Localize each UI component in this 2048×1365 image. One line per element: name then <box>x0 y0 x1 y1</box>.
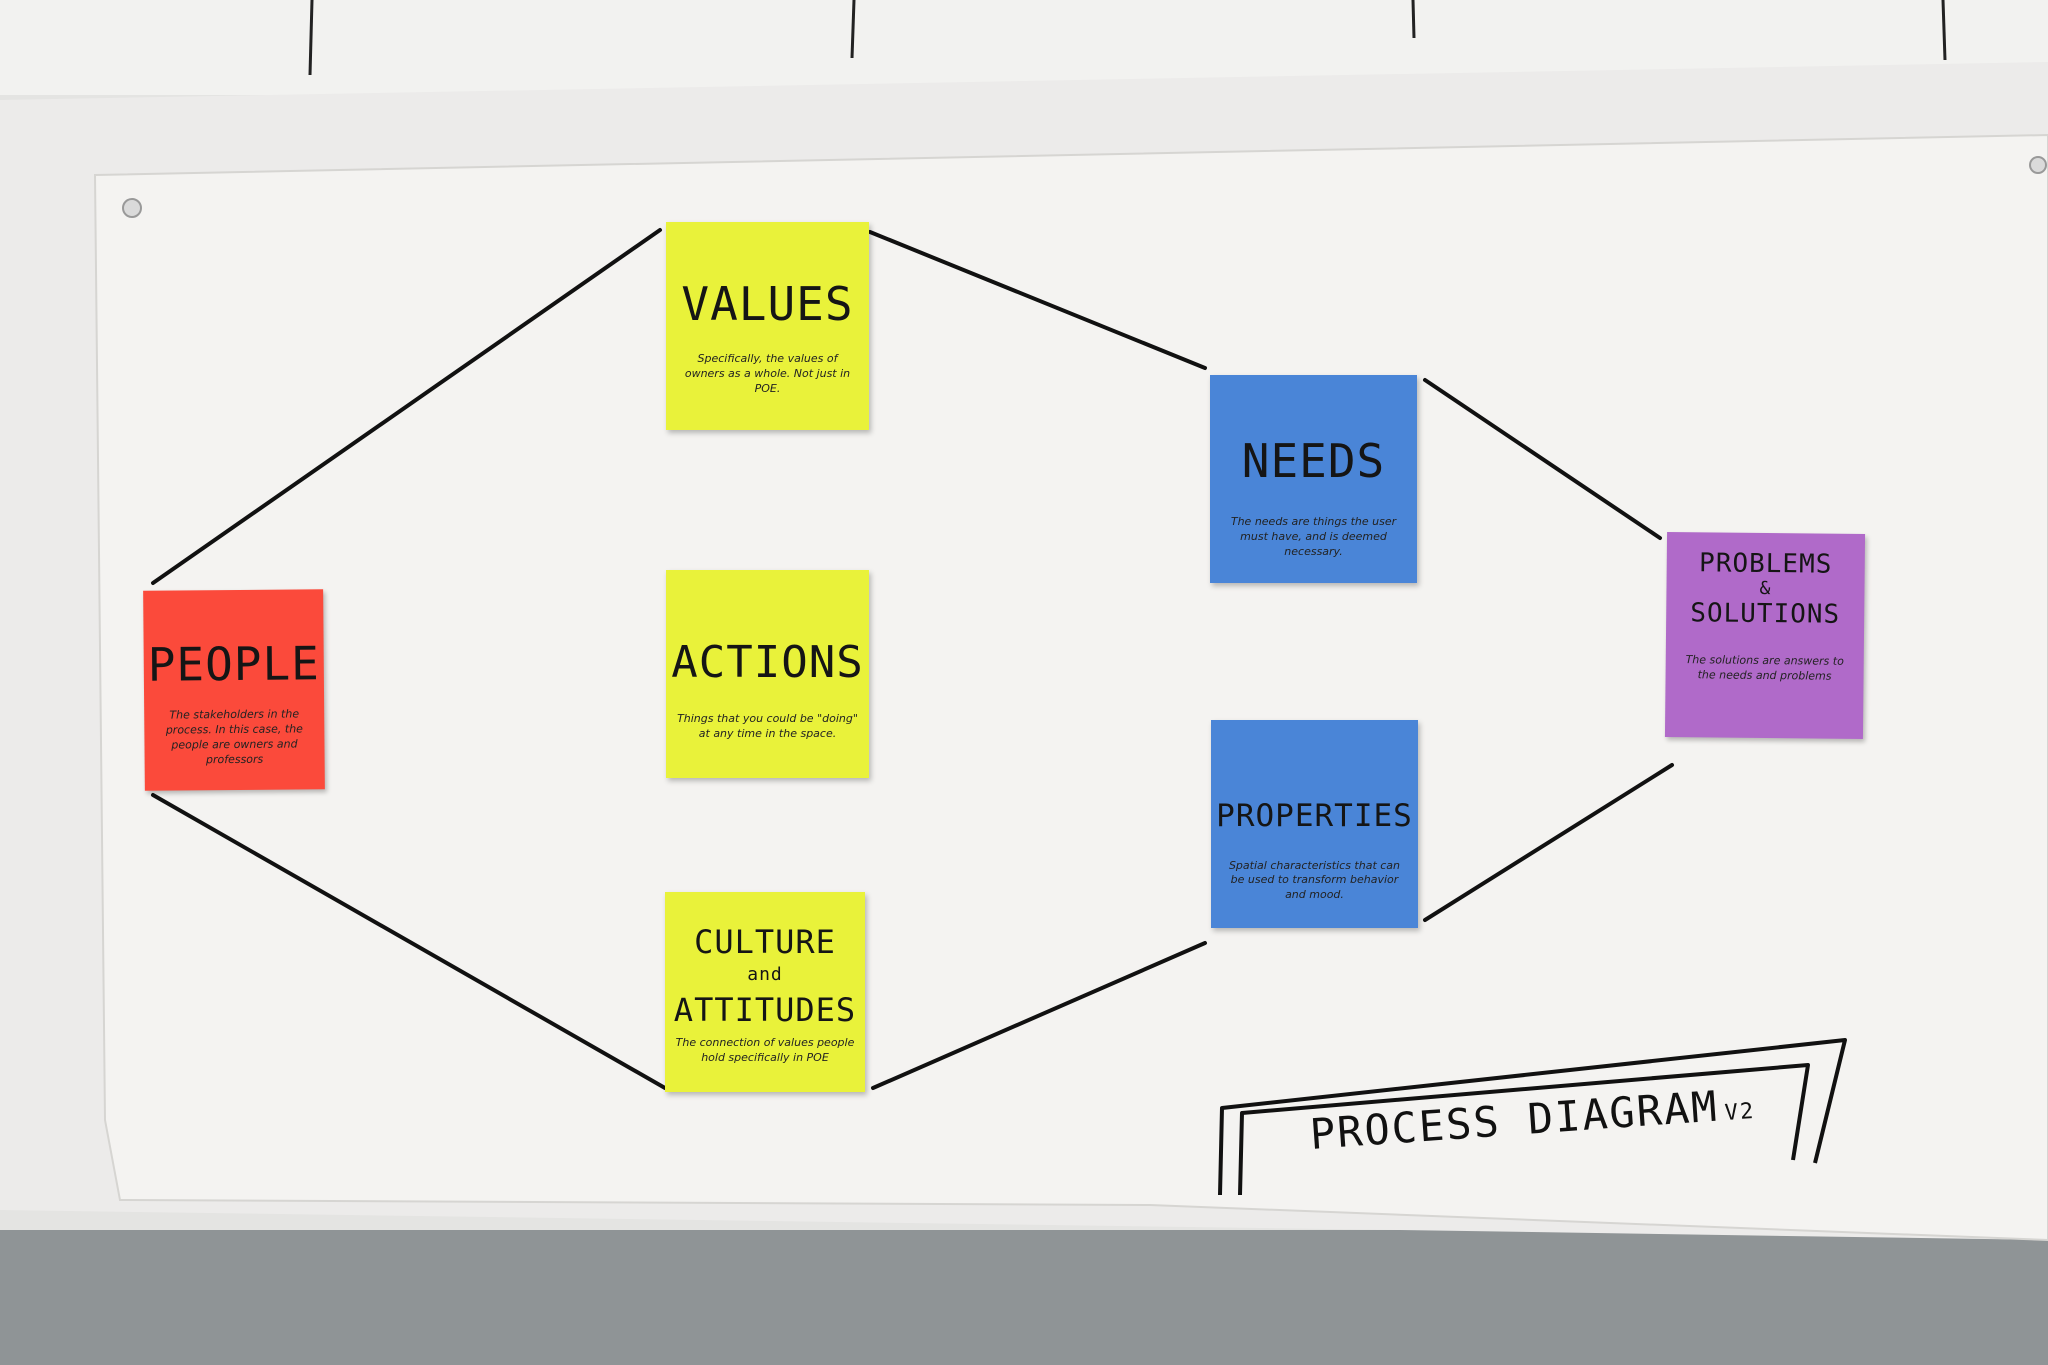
connector-needs-problems <box>1423 378 1662 540</box>
note-description: The connection of values people hold spe… <box>675 1036 855 1064</box>
sticky-note-people: PEOPLE The stakeholders in the process. … <box>143 589 325 791</box>
sticky-note-values: VALUES Specifically, the values of owner… <box>666 222 869 430</box>
note-description: Specifically, the values of owners as a … <box>684 352 851 395</box>
note-title-line1: PROBLEMS <box>1698 548 1833 580</box>
grid-line <box>1411 0 1416 39</box>
note-title: NEEDS <box>1241 434 1386 488</box>
note-title-line2: and <box>747 963 783 985</box>
title-frame-outer <box>1218 1038 1847 1196</box>
pushpin <box>122 198 142 218</box>
sticky-note-properties: PROPERTIES Spatial characteristics that … <box>1211 720 1418 928</box>
note-title: ACTIONS <box>671 637 864 688</box>
connector-values-needs <box>868 230 1207 370</box>
grid-line <box>850 0 856 59</box>
note-title: VALUES <box>681 277 854 331</box>
grid-line <box>1941 0 1947 61</box>
note-description: The stakeholders in the process. In this… <box>165 707 303 767</box>
note-title-line1: CULTURE <box>694 923 836 961</box>
note-description: Spatial characteristics that can be used… <box>1228 858 1401 902</box>
connector-people-values <box>151 228 662 585</box>
sticky-note-actions: ACTIONS Things that you could be "doing"… <box>666 570 869 778</box>
grid-line <box>308 0 314 76</box>
note-title-line3: ATTITUDES <box>673 991 857 1030</box>
note-description: The needs are things the user must have,… <box>1230 515 1397 558</box>
note-title: PEOPLE <box>147 636 321 692</box>
sticky-note-problems-solutions: PROBLEMS & SOLUTIONS The solutions are a… <box>1664 531 1866 740</box>
note-description: Things that you could be "doing" at any … <box>677 712 858 741</box>
note-title-line2: & <box>1759 578 1772 600</box>
pushpin <box>2029 156 2047 174</box>
connector-properties-problems <box>1423 763 1674 922</box>
note-title: PROPERTIES <box>1216 798 1413 834</box>
connector-people-culture <box>151 793 667 1090</box>
sticky-note-culture-attitudes: CULTURE and ATTITUDES The connection of … <box>665 892 865 1092</box>
title-frame-inner <box>1238 1063 1810 1196</box>
main-paper-sheet <box>93 133 2048 1242</box>
connector-culture-properties <box>871 941 1207 1090</box>
note-title-line3: SOLUTIONS <box>1690 598 1841 630</box>
diagram-version: V2 <box>1723 1098 1757 1126</box>
sticky-note-needs: NEEDS The needs are things the user must… <box>1210 375 1417 583</box>
note-description: The solutions are answers to the needs a… <box>1685 653 1844 684</box>
